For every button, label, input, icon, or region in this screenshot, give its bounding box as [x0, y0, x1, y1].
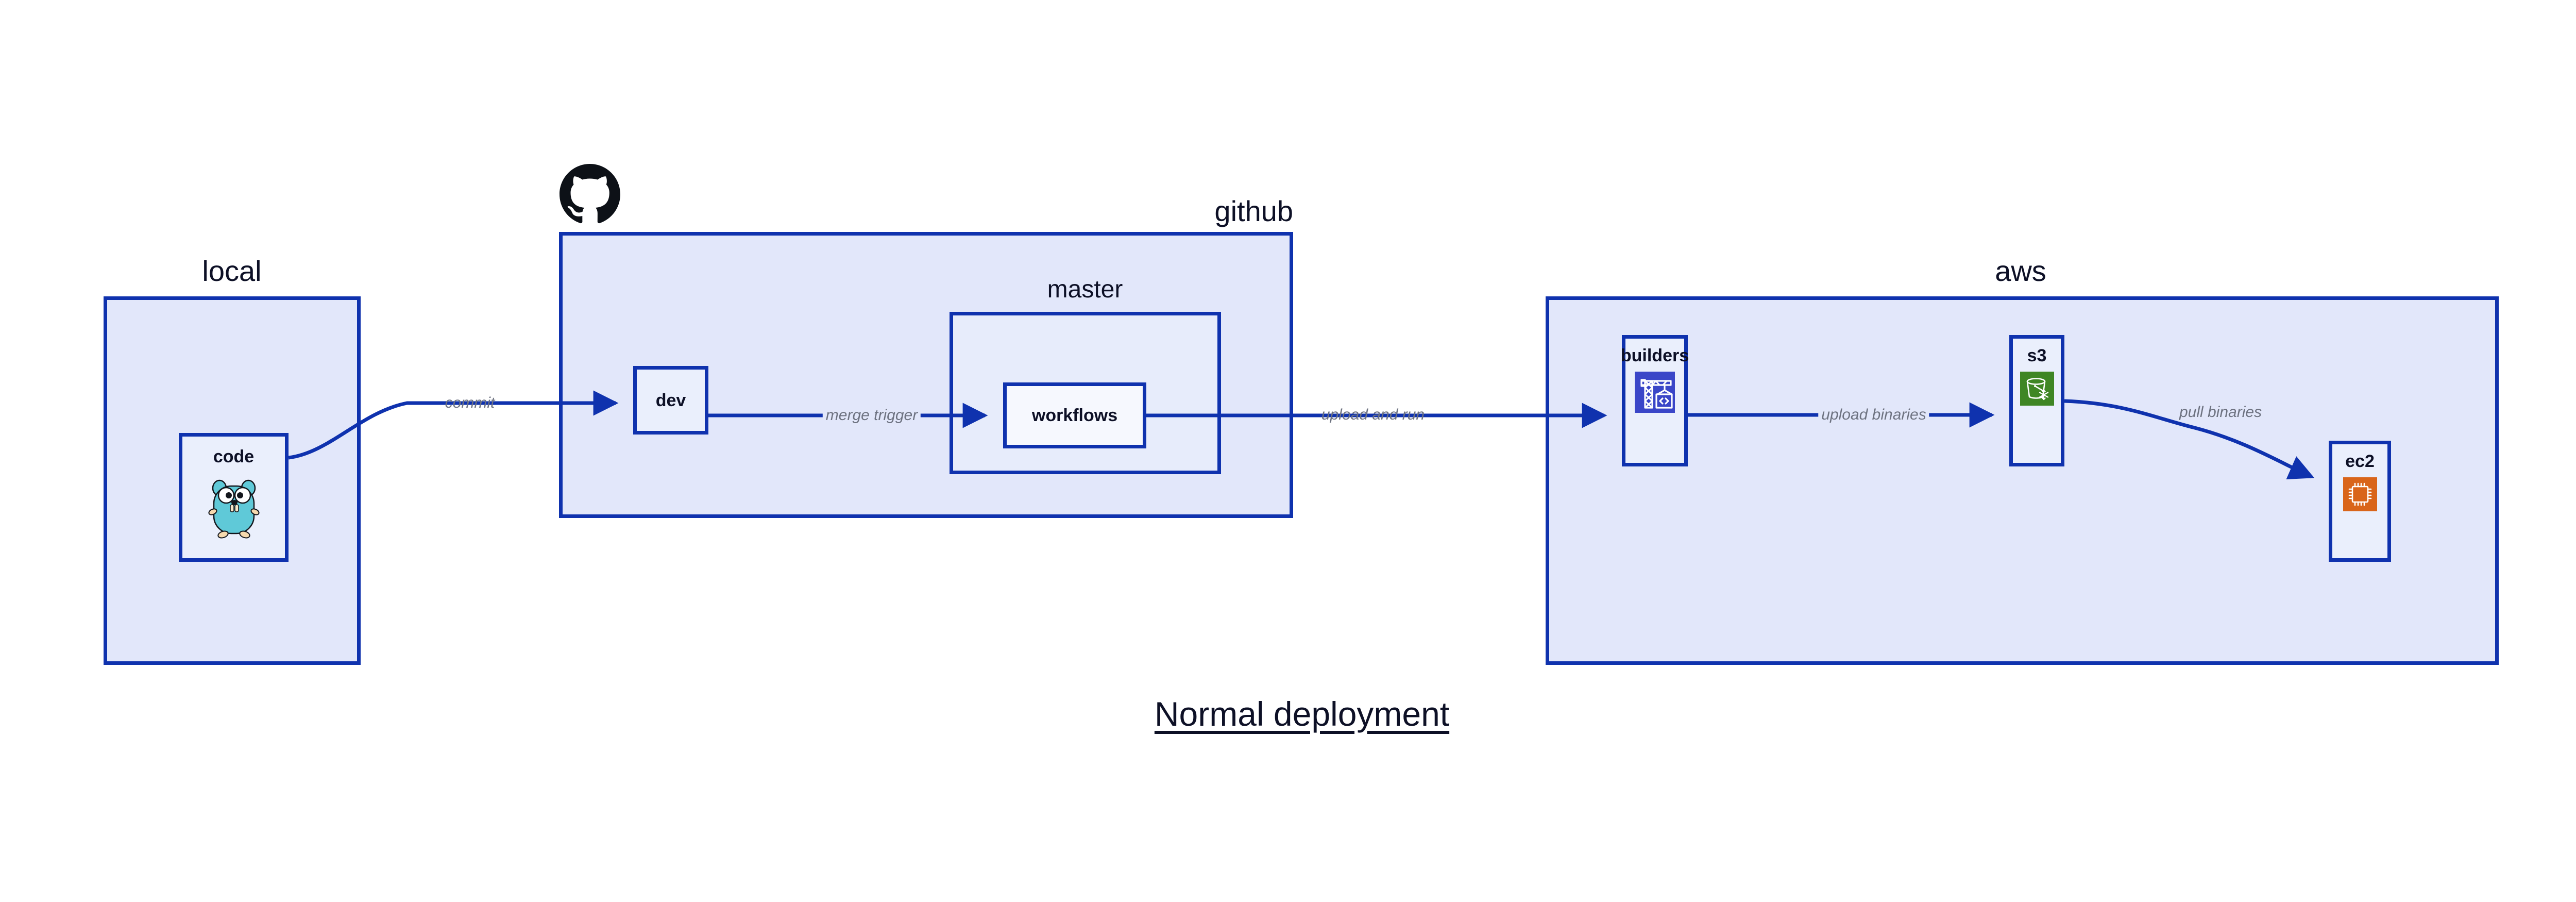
group-label-aws: aws: [1995, 255, 2046, 287]
group-label-github: github: [1214, 195, 1293, 227]
go-gopher-icon: [206, 473, 262, 545]
github-octocat-icon: [559, 164, 621, 227]
edge-label-pull-binaries: pull binaries: [2176, 405, 2265, 420]
edge-label-upload-binaries: upload binaries: [1818, 407, 1929, 423]
diagram-title: Normal deployment: [1154, 695, 1450, 733]
edge-label-upload-and-run: upload and run: [1321, 406, 1425, 423]
group-label-local: local: [202, 255, 262, 287]
node-s3-label: s3: [2027, 346, 2047, 365]
edge-label-merge-trigger: merge trigger: [822, 408, 921, 423]
node-code-label: code: [213, 447, 255, 466]
edge-label-commit: commit: [445, 394, 495, 411]
node-code[interactable]: code: [179, 433, 289, 562]
aws-codebuild-icon: [1635, 372, 1675, 415]
node-builders[interactable]: builders: [1620, 335, 1689, 466]
node-workflows[interactable]: workflows: [1003, 382, 1146, 448]
node-s3[interactable]: s3: [2009, 335, 2064, 466]
node-dev[interactable]: dev: [633, 366, 708, 435]
node-builders-label: builders: [1620, 346, 1689, 365]
group-label-master: master: [1047, 276, 1123, 303]
node-ec2-label: ec2: [2345, 452, 2375, 471]
node-workflows-label: workflows: [1031, 406, 1118, 425]
aws-ec2-icon: [2343, 477, 2377, 514]
node-ec2[interactable]: ec2: [2329, 441, 2391, 562]
node-dev-label: dev: [655, 390, 686, 410]
aws-s3-glacier-icon: [2020, 372, 2054, 408]
